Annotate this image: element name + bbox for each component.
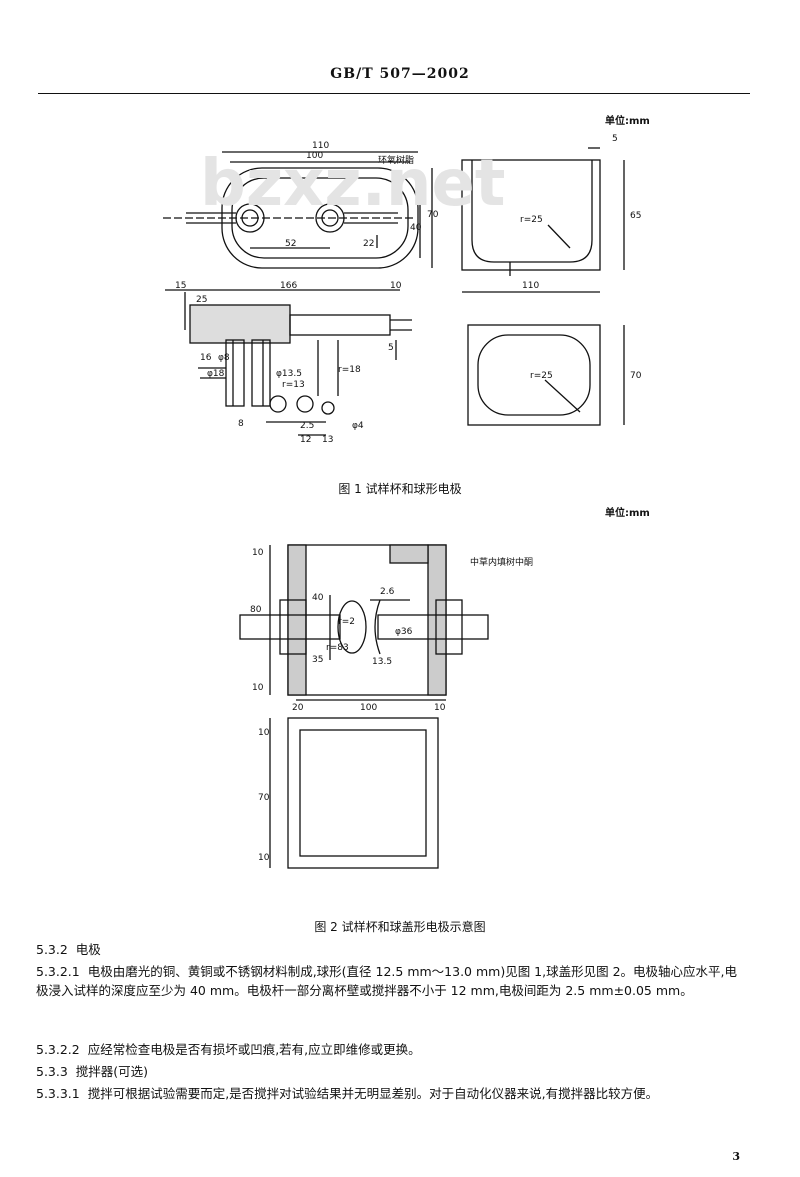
svg-text:70: 70 — [427, 210, 439, 220]
section-5-3-2-1: 5.3.2.1 电极由磨光的铜、黄铜或不锈钢材料制成,球形(直径 12.5 mm… — [36, 962, 748, 1000]
svg-text:r=25: r=25 — [530, 371, 553, 381]
svg-text:110: 110 — [312, 141, 329, 151]
fig1-cup-side — [461, 159, 601, 271]
svg-text:5: 5 — [612, 134, 618, 144]
svg-text:25: 25 — [196, 295, 207, 305]
svg-text:φ8: φ8 — [218, 353, 230, 363]
svg-text:r=18: r=18 — [338, 365, 361, 375]
unit-label-1: 单位:mm — [605, 116, 650, 127]
svg-text:65: 65 — [630, 211, 641, 221]
svg-text:166: 166 — [280, 281, 297, 291]
svg-text:22: 22 — [363, 239, 374, 249]
svg-text:13: 13 — [322, 435, 333, 445]
svg-text:5: 5 — [388, 343, 394, 353]
section-number: 5.3.2.1 — [36, 964, 80, 979]
svg-text:10: 10 — [390, 281, 402, 291]
section-number: 5.3.3.1 — [36, 1086, 80, 1101]
unit-label-2: 单位:mm — [605, 508, 650, 519]
svg-text:100: 100 — [306, 151, 323, 161]
svg-text:40: 40 — [410, 223, 422, 233]
svg-text:φ4: φ4 — [352, 421, 364, 431]
section-5-3-2: 5.3.2 电极 — [36, 940, 748, 959]
watermark: bzxz.net — [200, 147, 505, 221]
svg-text:16: 16 — [200, 353, 212, 363]
svg-text:r=13: r=13 — [282, 380, 305, 390]
section-5-3-3: 5.3.3 搅拌器(可选) — [36, 1062, 748, 1081]
section-text: 电极由磨光的铜、黄铜或不锈钢材料制成,球形(直径 12.5 mm～13.0 mm… — [36, 964, 738, 998]
section-title: 搅拌器(可选) — [75, 1064, 149, 1079]
page-number: 3 — [732, 1150, 740, 1163]
svg-text:15: 15 — [175, 281, 186, 291]
section-text: 应经常检查电极是否有损坏或凹痕,若有,应立即维修或更换。 — [87, 1042, 421, 1057]
svg-text:12: 12 — [300, 435, 311, 445]
figure-2-caption: 图 2 试样杯和球盖形电极示意图 — [314, 920, 486, 934]
section-text: 搅拌可根据试验需要而定,是否搅拌对试验结果并无明显差别。对于自动化仪器来说,有搅… — [87, 1086, 659, 1101]
svg-text:70: 70 — [630, 371, 642, 381]
section-5-3-2-2: 5.3.2.2 应经常检查电极是否有损坏或凹痕,若有,应立即维修或更换。 — [36, 1040, 748, 1059]
svg-text:2.5: 2.5 — [300, 421, 314, 431]
section-5-3-3-1: 5.3.3.1 搅拌可根据试验需要而定,是否搅拌对试验结果并无明显差别。对于自动… — [36, 1084, 748, 1103]
svg-text:r=25: r=25 — [520, 215, 543, 225]
section-title: 电极 — [75, 942, 101, 957]
page-header: GB/T 507—2002 — [330, 66, 470, 82]
svg-text:8: 8 — [238, 419, 244, 429]
section-number: 5.3.2.2 — [36, 1042, 80, 1057]
section-number: 5.3.2 — [36, 942, 68, 957]
header-rule — [38, 93, 750, 94]
section-number: 5.3.3 — [36, 1064, 68, 1079]
svg-text:环氧树脂: 环氧树脂 — [378, 154, 414, 166]
figure-1-caption: 图 1 试样杯和球形电极 — [338, 482, 462, 496]
svg-text:φ13.5: φ13.5 — [276, 369, 302, 379]
svg-text:52: 52 — [285, 239, 296, 249]
svg-text:φ18: φ18 — [207, 369, 225, 379]
fig1-cup-bottom — [467, 324, 601, 426]
svg-text:110: 110 — [522, 281, 539, 291]
